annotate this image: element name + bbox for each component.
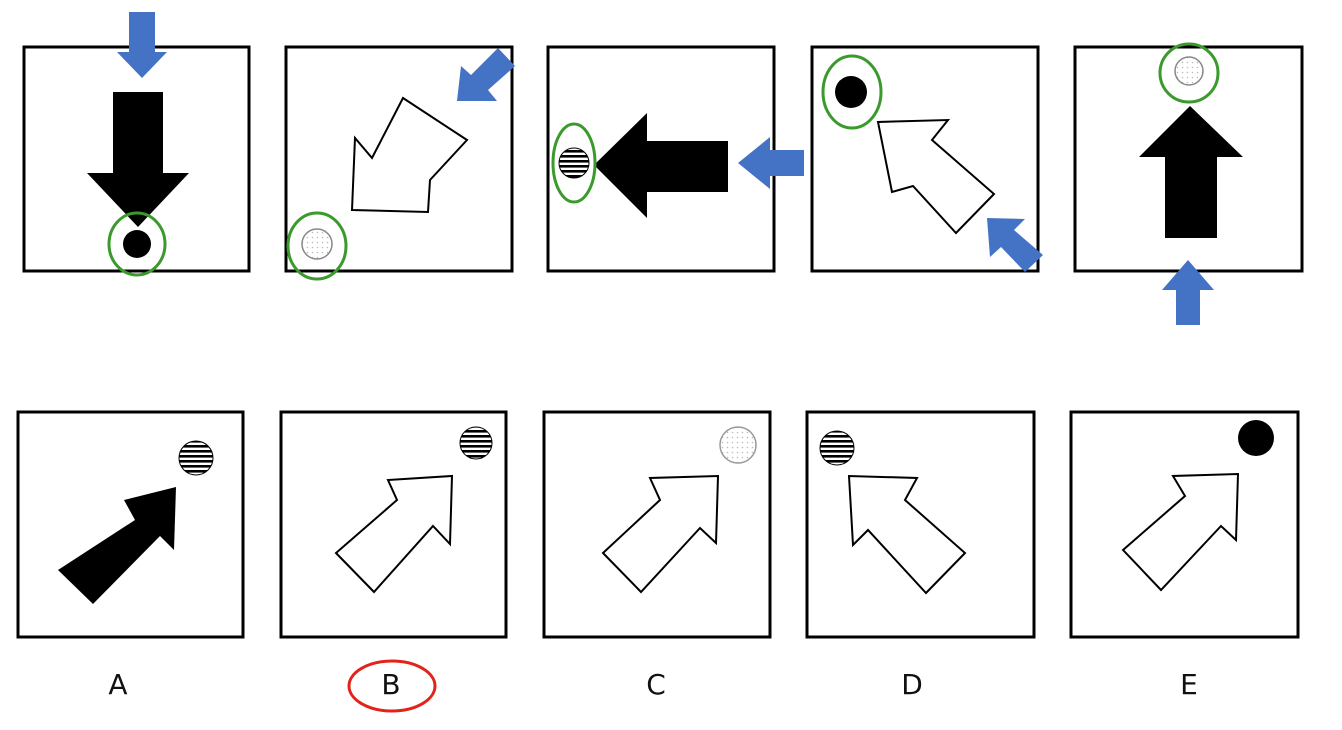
- option-label-c[interactable]: C: [646, 668, 666, 701]
- block-arrow-icon: [876, 118, 996, 235]
- green-ellipse-icon: [107, 211, 167, 277]
- sequence-panel-4: [810, 45, 1043, 273]
- option-panel-d[interactable]: [805, 410, 1036, 639]
- option-panel-a[interactable]: [16, 410, 245, 639]
- red-ellipse-icon: [347, 659, 437, 713]
- circle-marker-icon: [459, 426, 493, 460]
- option-panel-e[interactable]: [1069, 410, 1300, 639]
- blue-pointer-arrow-icon: [738, 137, 804, 189]
- sequence-panel-3: [546, 45, 804, 273]
- circle-marker-icon: [301, 228, 333, 260]
- blue-pointer-arrow-icon: [1162, 260, 1214, 325]
- green-ellipse-icon: [821, 54, 883, 130]
- option-label-b[interactable]: B: [381, 668, 401, 701]
- block-arrow-icon: [334, 474, 454, 594]
- block-arrow-icon: [350, 96, 469, 214]
- blue-pointer-arrow-icon: [457, 48, 515, 101]
- circle-marker-icon: [719, 426, 757, 464]
- block-arrow-icon: [1139, 106, 1243, 238]
- block-arrow-icon: [601, 474, 720, 594]
- option-label-d[interactable]: D: [901, 668, 923, 701]
- blue-pointer-arrow-icon: [117, 12, 167, 78]
- option-panel-c[interactable]: [542, 410, 772, 639]
- option-label-e[interactable]: E: [1180, 668, 1198, 701]
- circle-marker-icon: [1238, 420, 1274, 456]
- block-arrow-icon: [87, 92, 189, 227]
- option-label-a[interactable]: A: [108, 668, 128, 701]
- block-arrow-icon: [594, 113, 728, 218]
- green-ellipse-icon: [286, 211, 348, 281]
- circle-marker-icon: [819, 430, 855, 466]
- circle-marker-icon: [558, 147, 590, 179]
- circle-marker-icon: [1174, 56, 1204, 86]
- blue-pointer-arrow-icon: [987, 218, 1043, 272]
- block-arrow-icon: [847, 474, 967, 595]
- circle-marker-icon: [123, 230, 151, 258]
- block-arrow-icon: [1121, 472, 1240, 592]
- circle-marker-icon: [835, 76, 867, 108]
- sequence-panel-2: [284, 45, 515, 281]
- option-panel-b[interactable]: [279, 410, 508, 639]
- green-ellipse-icon: [551, 122, 597, 204]
- circle-marker-icon: [178, 440, 214, 476]
- block-arrow-icon: [58, 487, 176, 604]
- green-ellipse-icon: [1158, 42, 1220, 104]
- sequence-panel-1: [22, 12, 251, 277]
- sequence-panel-5: [1073, 42, 1304, 325]
